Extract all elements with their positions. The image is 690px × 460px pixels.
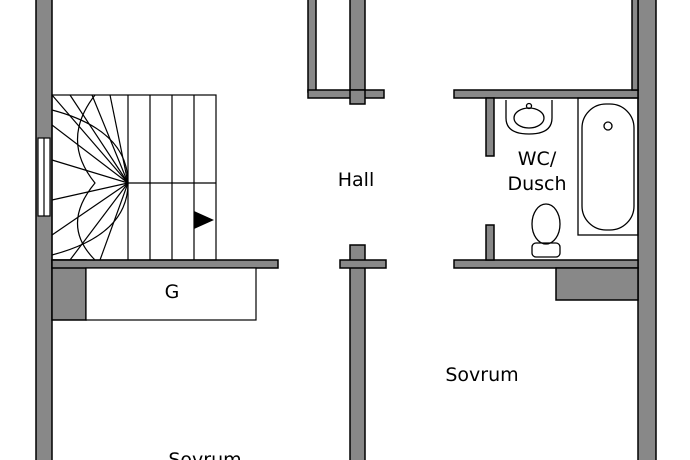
label-sovrum-right: Sovrum (445, 364, 518, 386)
wall-right-block (555, 267, 639, 301)
wall-bath-inner-bottom (485, 224, 495, 261)
sink (505, 100, 553, 135)
label-wc-line2: Dusch (507, 173, 566, 195)
wall-left-outer (35, 0, 53, 460)
label-wc-line1: WC/ (518, 148, 557, 170)
wall-center-bottom-cap (339, 259, 387, 269)
label-hall: Hall (338, 169, 375, 191)
wall-top-right (631, 0, 639, 91)
wall-hall-top-center (349, 0, 366, 93)
wall-center-bottom (349, 244, 366, 460)
garderob-box (85, 267, 257, 321)
bathtub (577, 97, 639, 236)
wall-left-pillar (51, 259, 87, 321)
label-garderob: G (165, 281, 180, 303)
toilet (531, 203, 561, 258)
wall-hall-top-stub (349, 89, 366, 105)
wall-right-outer (637, 0, 657, 460)
wall-hall-top-left (307, 0, 317, 93)
window-left (37, 137, 51, 217)
walls (35, 0, 657, 460)
staircase (51, 94, 217, 261)
label-sovrum-left: Sovrum (168, 449, 241, 460)
wall-bath-bottom (453, 259, 639, 269)
wall-stair-bottom (51, 259, 279, 269)
wall-hall-top-cap (307, 89, 385, 99)
wall-bath-top (453, 89, 639, 99)
wall-bath-inner-top (485, 97, 495, 157)
stair-arrow-icon (194, 211, 214, 229)
